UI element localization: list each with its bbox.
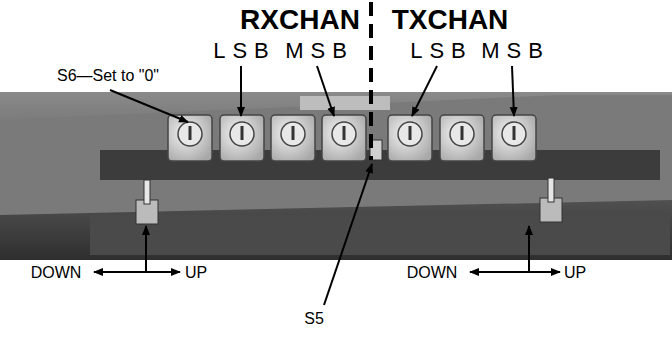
photo-ground: [0, 92, 672, 260]
bit-label: MSB: [285, 40, 354, 62]
direction-label: UP: [564, 265, 586, 281]
chip: [300, 96, 390, 110]
channel-heading: TXCHAN: [392, 6, 509, 34]
circuit-board: [0, 95, 672, 215]
channel-heading: RXCHAN: [240, 6, 360, 34]
switch-note: S6—Set to "0": [57, 68, 159, 84]
bit-label: MSB: [481, 40, 550, 62]
direction-label: UP: [185, 265, 207, 281]
direction-label: DOWN: [31, 265, 82, 281]
bit-label: LSB: [213, 40, 276, 62]
divider-line: [369, 2, 373, 160]
switch-name: S5: [304, 311, 324, 327]
bit-label: LSB: [410, 40, 473, 62]
leader-arrows: [94, 66, 560, 305]
chassis: [90, 215, 670, 255]
toggle-switches: [136, 178, 562, 224]
direction-label: DOWN: [407, 265, 458, 281]
rotary-switches: [168, 115, 536, 161]
